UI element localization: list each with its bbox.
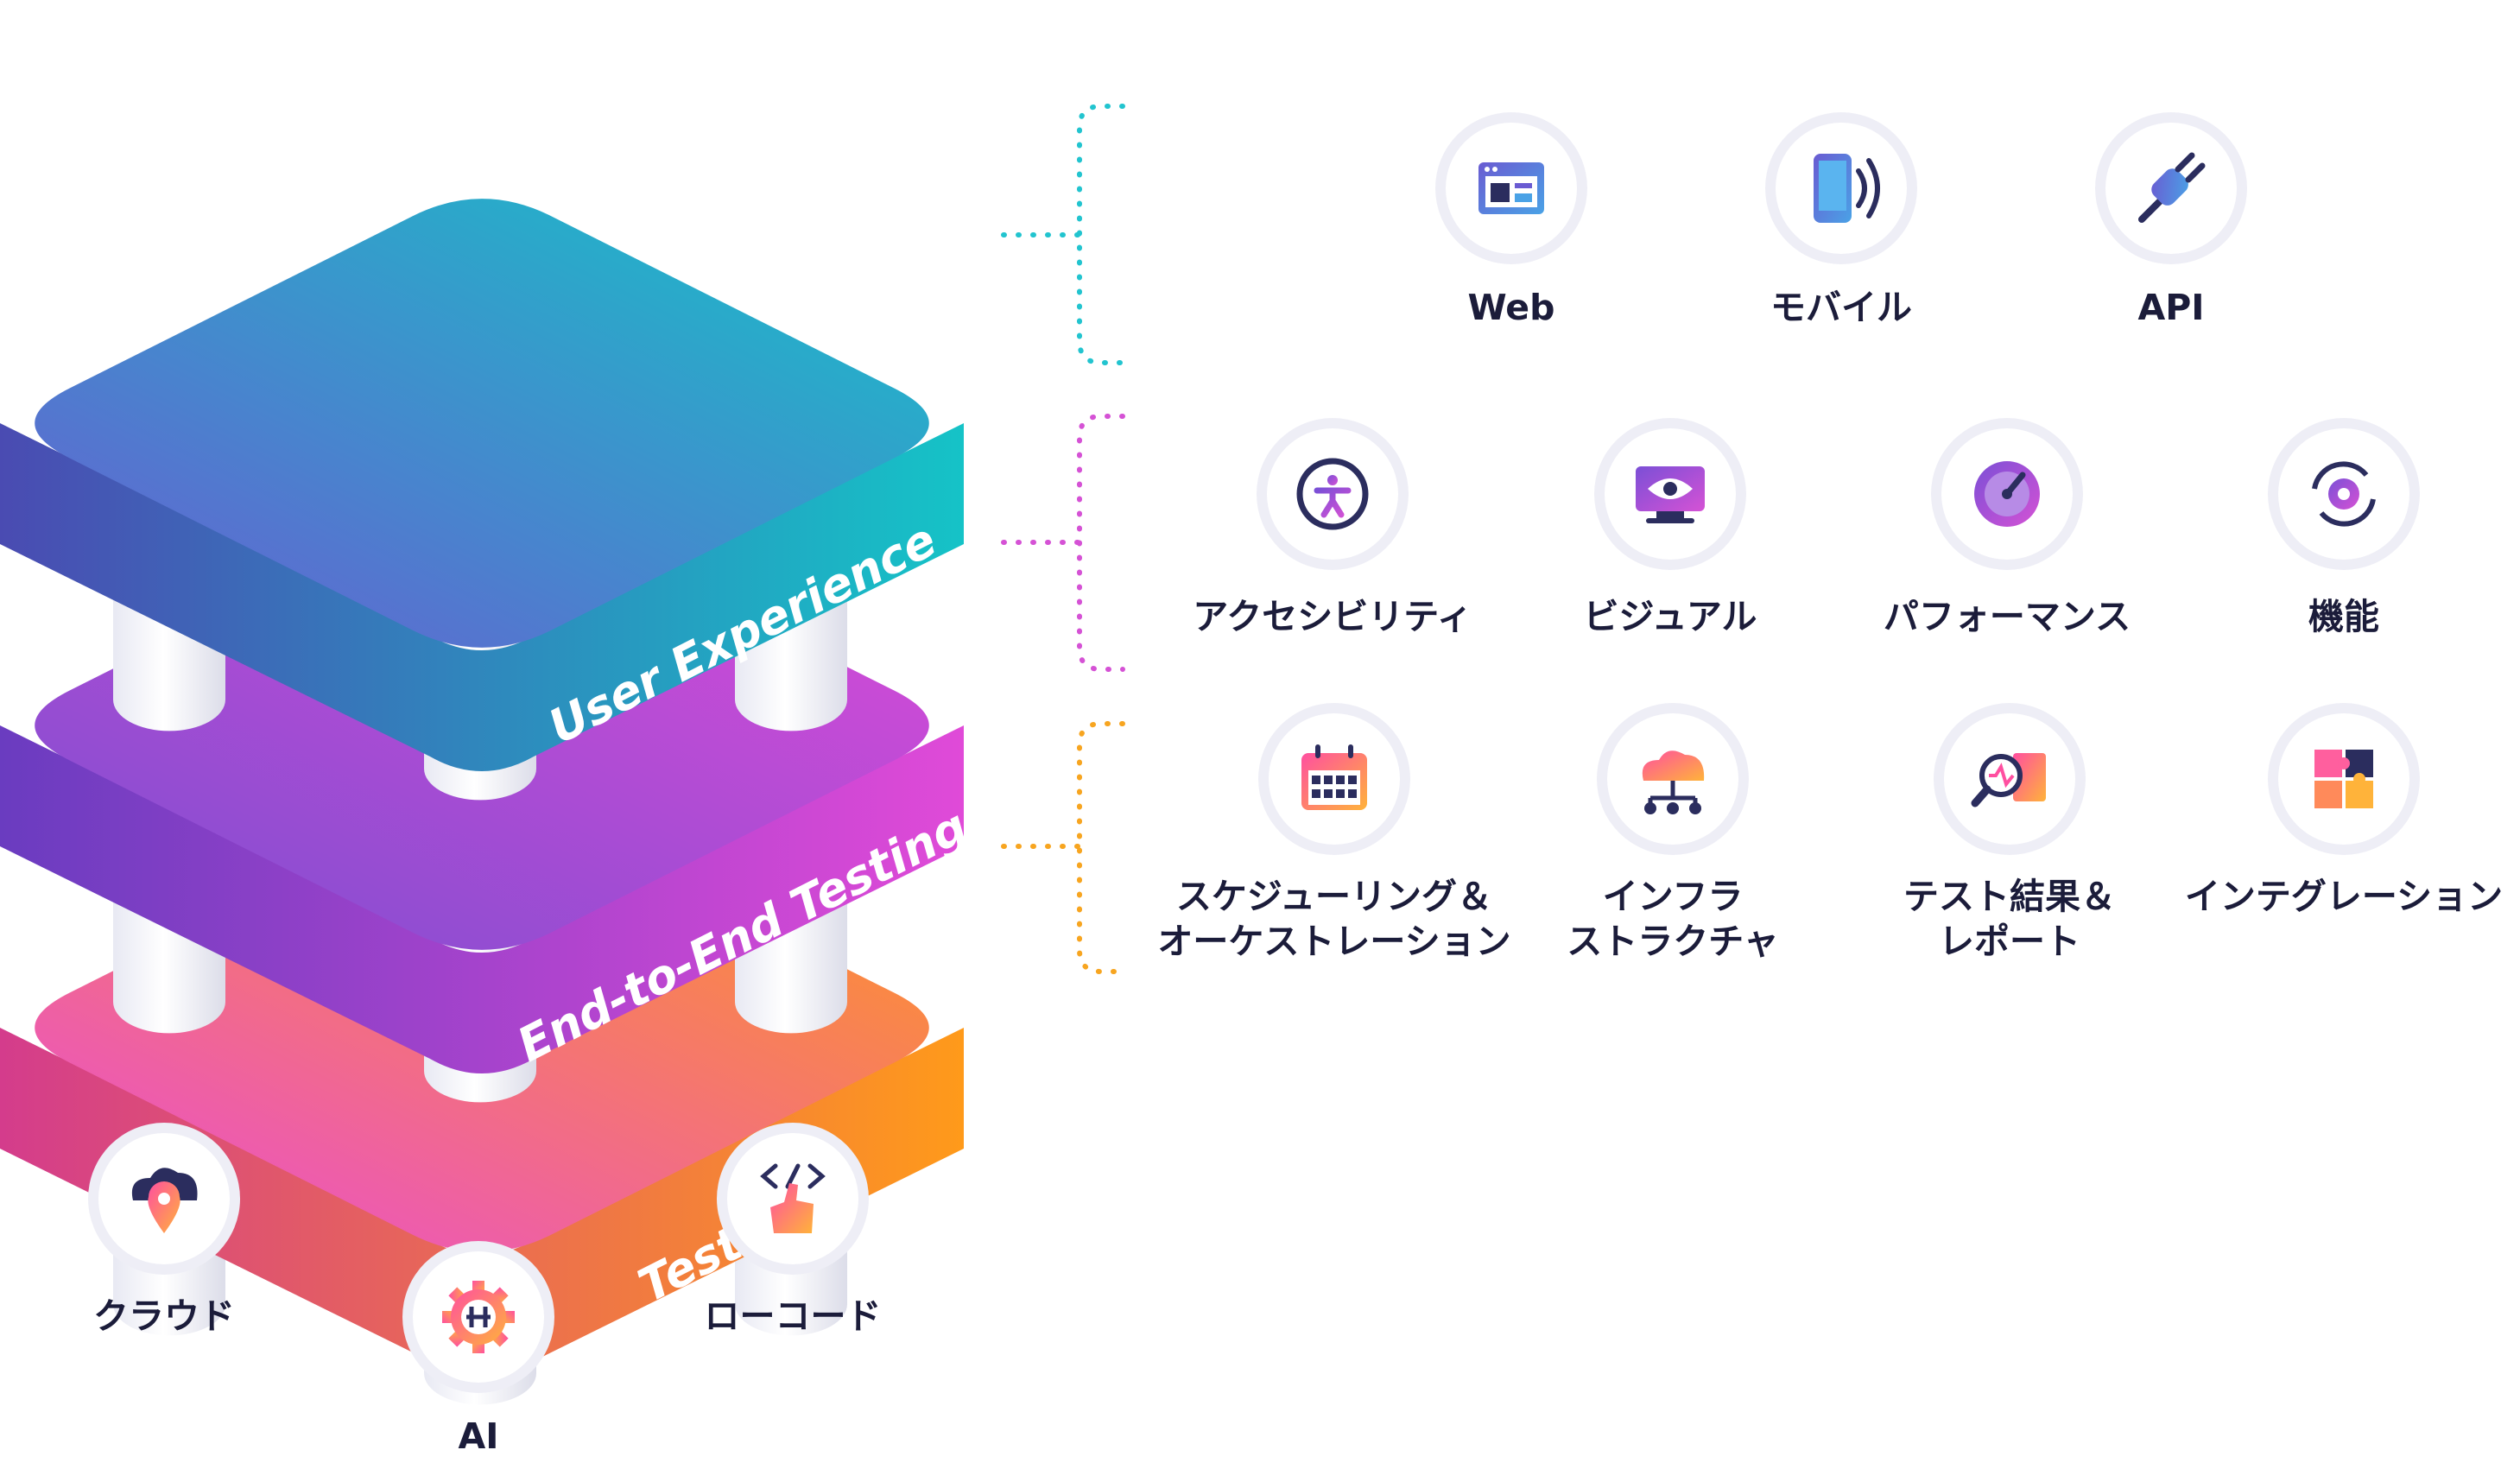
icon-label-line: パフォーマンス — [1883, 596, 2131, 637]
icon-label-line: 機能 — [2308, 596, 2379, 637]
performance-gauge-icon — [1931, 418, 2083, 570]
icon-label: スケジューリング＆オーケストレーション — [1157, 874, 1510, 964]
icon-label-line: インテグレーション — [2184, 876, 2504, 917]
icon-label-line: ストラクチャ — [1567, 921, 1779, 962]
icon-label: Web — [1468, 285, 1555, 330]
group-bracket — [1001, 721, 1125, 974]
icon-label-line: ローコード — [704, 1295, 882, 1337]
icon-label: クラウド — [93, 1294, 235, 1339]
functional-gear-cycle-icon — [2268, 418, 2420, 570]
group-bracket — [1001, 414, 1125, 672]
cloud-infrastructure-icon — [1597, 703, 1749, 855]
icon-grid — [88, 112, 2420, 1393]
icon-label-line: テスト結果＆ — [1903, 876, 2116, 917]
group-bracket — [1001, 104, 1125, 365]
icon-label-line: アクセシビリティ — [1193, 596, 1472, 637]
ai-gear-icon — [402, 1241, 554, 1393]
icon-label-line: クラウド — [93, 1295, 235, 1337]
icon-label: ビジュアル — [1584, 594, 1757, 639]
icon-label: ローコード — [705, 1294, 882, 1339]
icon-label: モバイル — [1770, 285, 1912, 330]
lowcode-hand-icon — [717, 1123, 869, 1275]
icon-label-line: ビジュアル — [1583, 596, 1757, 637]
mobile-icon — [1765, 112, 1917, 264]
calendar-schedule-icon — [1258, 703, 1410, 855]
icon-label-line: レポート — [1939, 921, 2080, 962]
icon-label: パフォーマンス — [1884, 594, 2131, 639]
icon-label: アクセシビリティ — [1193, 594, 1472, 639]
visual-monitor-eye-icon — [1594, 418, 1746, 570]
icon-label-line: モバイル — [1770, 287, 1912, 328]
cloud-location-icon — [88, 1123, 240, 1275]
puzzle-integration-icon — [2268, 703, 2420, 855]
icon-label: 機能 — [2308, 594, 2379, 639]
web-icon — [1435, 112, 1587, 264]
icon-label: API — [2137, 285, 2204, 330]
icon-label-line: API — [2137, 287, 2205, 328]
test-report-search-icon — [1934, 703, 2086, 855]
icon-label-line: スケジューリング＆ — [1175, 876, 1493, 917]
icon-label-line: オーケストレーション — [1157, 921, 1511, 962]
icon-label: AI — [459, 1414, 499, 1459]
icon-label-line: インフラ — [1602, 876, 1744, 917]
icon-label: インフラストラクチャ — [1567, 874, 1779, 964]
icon-label: インテグレーション — [2185, 874, 2503, 919]
api-plug-icon — [2095, 112, 2247, 264]
accessibility-icon — [1257, 418, 1409, 570]
icon-label-line: Web — [1467, 287, 1555, 328]
icon-label: テスト結果＆レポート — [1903, 874, 2116, 964]
layer-slab: User Experience — [0, 199, 964, 771]
icon-label-line: AI — [458, 1415, 499, 1457]
connectors — [1001, 104, 1125, 974]
